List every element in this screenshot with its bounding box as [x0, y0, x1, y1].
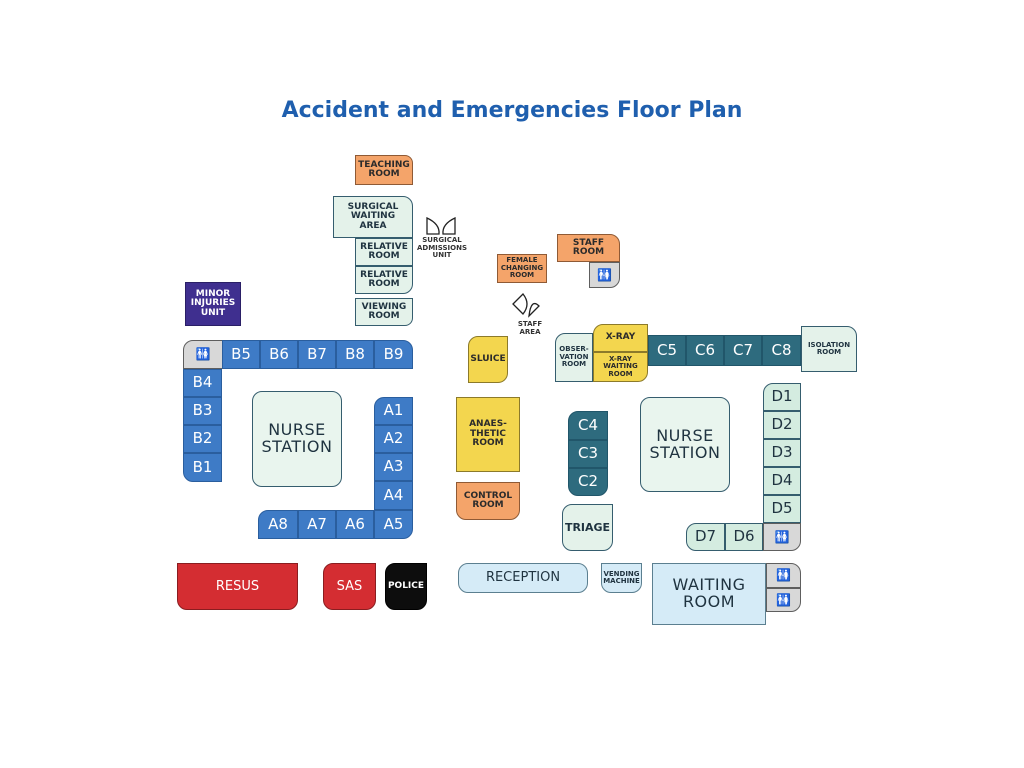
- staff-area-label: STAFF AREA: [517, 320, 543, 336]
- sluice[interactable]: SLUICE: [468, 336, 508, 383]
- bay-b9[interactable]: B9: [374, 340, 413, 369]
- bay-d3[interactable]: D3: [763, 439, 801, 467]
- waiting-room[interactable]: WAITING ROOM: [652, 563, 766, 625]
- bay-d4[interactable]: D4: [763, 467, 801, 495]
- nurse-station-left[interactable]: NURSE STATION: [252, 391, 342, 487]
- toilet-icon: 🚻: [776, 568, 791, 583]
- relative-room-2[interactable]: RELATIVE ROOM: [355, 266, 413, 294]
- bay-b1[interactable]: B1: [183, 453, 222, 482]
- bay-a3[interactable]: A3: [374, 453, 413, 481]
- bay-b4[interactable]: B4: [183, 369, 222, 397]
- toilet-icon: 🚻: [774, 529, 790, 544]
- b-wing-toilet[interactable]: 🚻: [183, 340, 223, 369]
- bay-b6[interactable]: B6: [260, 340, 298, 369]
- bay-c4[interactable]: C4: [568, 411, 608, 440]
- nurse-station-right[interactable]: NURSE STATION: [640, 397, 730, 492]
- staff-toilet[interactable]: 🚻: [589, 262, 620, 288]
- bay-b5[interactable]: B5: [222, 340, 260, 369]
- viewing-room[interactable]: VIEWING ROOM: [355, 298, 413, 326]
- bay-c7[interactable]: C7: [724, 335, 762, 366]
- bay-b3[interactable]: B3: [183, 397, 222, 425]
- toilet-icon: 🚻: [597, 267, 612, 282]
- bay-a5[interactable]: A5: [374, 510, 413, 539]
- bay-d2[interactable]: D2: [763, 411, 801, 439]
- bay-c5[interactable]: C5: [648, 335, 686, 366]
- bay-d1[interactable]: D1: [763, 383, 801, 411]
- waiting-toilet-1[interactable]: 🚻: [766, 563, 801, 588]
- bay-d5[interactable]: D5: [763, 495, 801, 523]
- female-changing-room[interactable]: FEMALE CHANGING ROOM: [497, 254, 547, 283]
- bay-d7[interactable]: D7: [686, 523, 725, 551]
- bay-a6[interactable]: A6: [336, 510, 374, 539]
- anaesthetic-room[interactable]: ANAES- THETIC ROOM: [456, 397, 520, 472]
- toilet-icon: 🚻: [195, 347, 211, 362]
- double-door-icon: [426, 216, 456, 235]
- bay-b8[interactable]: B8: [336, 340, 374, 369]
- bay-c8[interactable]: C8: [762, 335, 801, 366]
- vending-machine[interactable]: VENDING MACHINE: [601, 563, 642, 593]
- bay-b7[interactable]: B7: [298, 340, 336, 369]
- bay-b2[interactable]: B2: [183, 425, 222, 453]
- minor-injuries-unit[interactable]: MINOR INJURIES UNIT: [185, 282, 241, 326]
- bay-a7[interactable]: A7: [298, 510, 336, 539]
- control-room[interactable]: CONTROL ROOM: [456, 482, 520, 520]
- toilet-icon: 🚻: [776, 592, 791, 607]
- sas[interactable]: SAS: [323, 563, 376, 610]
- staff-room[interactable]: STAFF ROOM: [557, 234, 620, 262]
- d-wing-toilet[interactable]: 🚻: [763, 523, 801, 551]
- x-ray-waiting-room[interactable]: X-RAY WAITING ROOM: [593, 352, 648, 382]
- isolation-room[interactable]: ISOLATION ROOM: [801, 326, 857, 372]
- resus[interactable]: RESUS: [177, 563, 298, 610]
- x-ray[interactable]: X-RAY: [593, 324, 648, 352]
- bay-d6[interactable]: D6: [725, 523, 763, 551]
- observation-room[interactable]: OBSER- VATION ROOM: [555, 333, 593, 382]
- bay-a2[interactable]: A2: [374, 425, 413, 453]
- bay-c2[interactable]: C2: [568, 468, 608, 496]
- surgical-waiting-area[interactable]: SURGICAL WAITING AREA: [333, 196, 413, 238]
- relative-room-1[interactable]: RELATIVE ROOM: [355, 238, 413, 266]
- police[interactable]: POLICE: [385, 563, 427, 610]
- bay-c3[interactable]: C3: [568, 440, 608, 468]
- waiting-toilet-2[interactable]: 🚻: [766, 588, 801, 612]
- bay-c6[interactable]: C6: [686, 335, 724, 366]
- bay-a4[interactable]: A4: [374, 481, 413, 510]
- double-door-icon: [512, 293, 540, 318]
- teaching-room[interactable]: TEACHING ROOM: [355, 155, 413, 185]
- page-title: Accident and Emergencies Floor Plan: [281, 98, 743, 123]
- bay-a8[interactable]: A8: [258, 510, 298, 539]
- reception[interactable]: RECEPTION: [458, 563, 588, 593]
- surgical-admissions-unit-label: SURGICAL ADMISSIONS UNIT: [416, 236, 468, 260]
- bay-a1[interactable]: A1: [374, 397, 413, 425]
- triage[interactable]: TRIAGE: [562, 504, 613, 551]
